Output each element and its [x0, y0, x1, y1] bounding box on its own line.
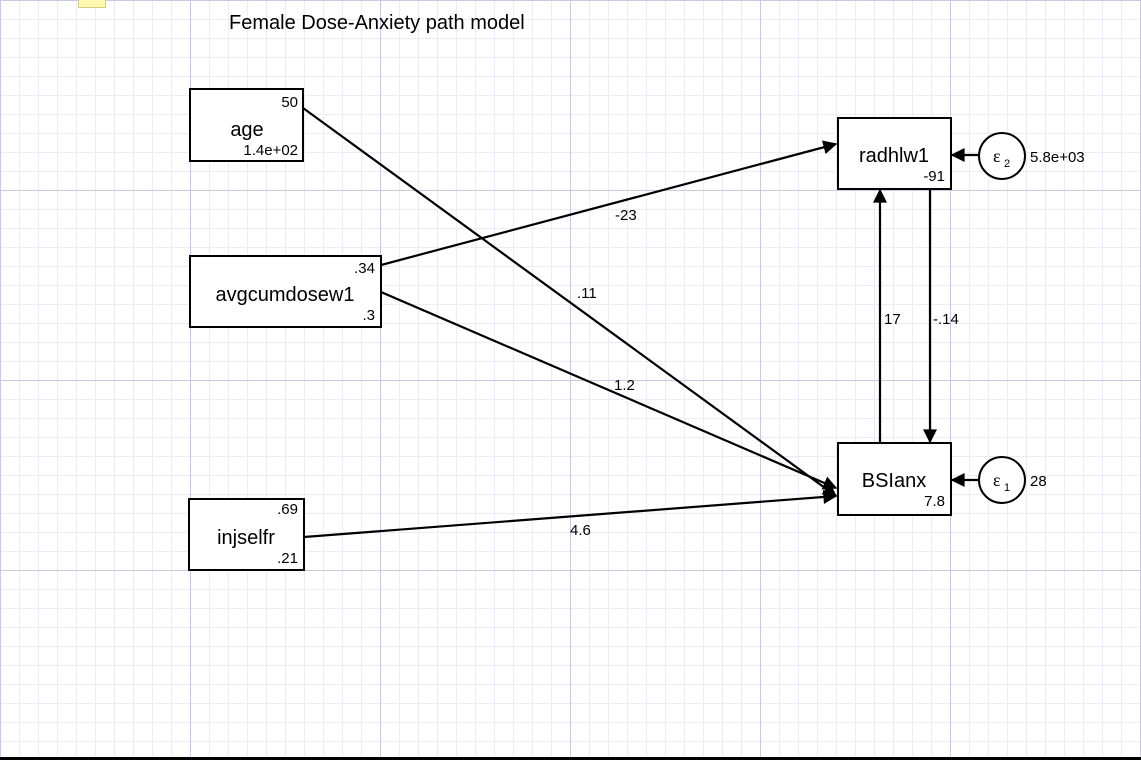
e1-symbol: ε	[993, 470, 1001, 490]
sticky-note-icon	[78, 0, 106, 8]
injselfr-label: injselfr	[217, 527, 275, 549]
coef-age-bsianx: .11	[577, 285, 597, 302]
coef-injselfr-bsianx: 4.6	[570, 522, 591, 539]
path-age-bsianx[interactable]	[302, 107, 838, 497]
e2-symbol: ε	[993, 146, 1001, 166]
error-e1[interactable]: ε 1 28	[978, 456, 1047, 504]
node-age[interactable]: 50 age 1.4e+02	[189, 88, 304, 162]
coef-bsianx-radhlw1: 17	[884, 311, 901, 328]
avgcumdosew1-mean: .34	[354, 260, 375, 277]
coef-radhlw1-bsianx: -.14	[933, 311, 959, 328]
age-variance: 1.4e+02	[243, 142, 298, 159]
bottom-border	[0, 757, 1141, 760]
e2-subscript: 2	[1004, 158, 1010, 170]
e2-variance: 5.8e+03	[1030, 149, 1085, 166]
node-injselfr[interactable]: .69 injselfr .21	[188, 498, 305, 571]
diagram-title: Female Dose-Anxiety path model	[229, 12, 525, 34]
avgcumdosew1-variance: .3	[362, 307, 375, 324]
coef-avgcumdosew1-bsianx: 1.2	[614, 377, 635, 394]
node-avgcumdosew1[interactable]: .34 avgcumdosew1 .3	[189, 255, 382, 328]
node-bsianx[interactable]: BSIanx 7.8	[837, 442, 952, 516]
e1-variance: 28	[1030, 473, 1047, 490]
injselfr-variance: .21	[277, 550, 298, 567]
radhlw1-intercept: -91	[923, 168, 945, 185]
e1-subscript: 1	[1004, 482, 1010, 494]
path-avgcumdosew1-radhlw1[interactable]	[380, 140, 838, 267]
coef-avgcumdosew1-radhlw1: -23	[615, 207, 637, 224]
bsianx-label: BSIanx	[862, 470, 926, 492]
path-injselfr-bsianx[interactable]	[303, 489, 838, 539]
age-label: age	[230, 119, 263, 141]
node-radhlw1[interactable]: radhlw1 -91	[837, 117, 952, 190]
bsianx-intercept: 7.8	[924, 493, 945, 510]
error-e2[interactable]: ε 2 5.8e+03	[978, 132, 1085, 180]
path-avgcumdosew1-bsianx[interactable]	[380, 290, 838, 490]
avgcumdosew1-label: avgcumdosew1	[216, 284, 355, 306]
radhlw1-label: radhlw1	[859, 145, 929, 167]
injselfr-mean: .69	[277, 501, 298, 518]
age-mean: 50	[281, 94, 298, 111]
